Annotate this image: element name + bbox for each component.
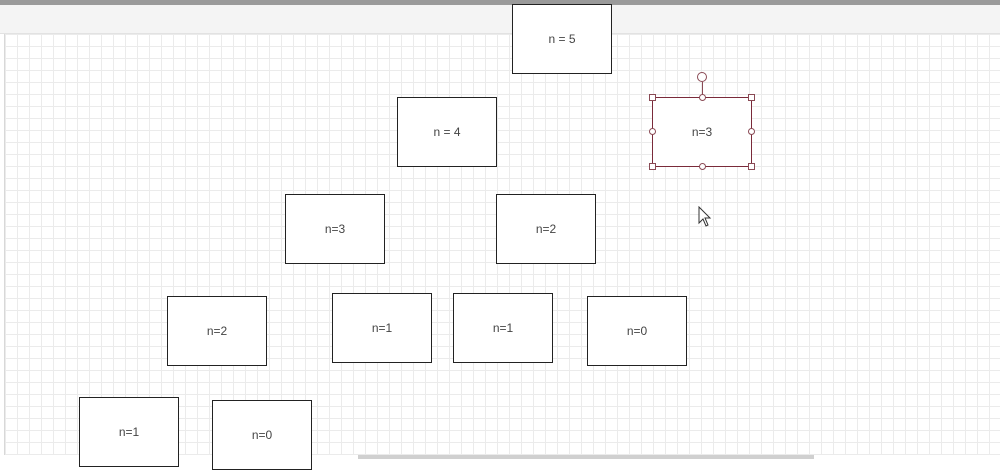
resize-handle-top-left[interactable]	[649, 94, 656, 101]
node-label: n = 5	[548, 32, 576, 46]
diagram-node-n1-b[interactable]: n=1	[453, 293, 553, 363]
resize-handle-top[interactable]	[699, 94, 706, 101]
resize-handle-left[interactable]	[649, 128, 656, 135]
node-label: n=0	[626, 324, 648, 338]
diagram-node-n1-a[interactable]: n=1	[332, 293, 432, 363]
node-label: n=3	[324, 222, 346, 236]
resize-handle-bottom-left[interactable]	[649, 163, 656, 170]
diagram-node-n2-right[interactable]: n=2	[496, 194, 596, 264]
diagram-node-n2-left[interactable]: n=2	[167, 296, 267, 366]
resize-handle-top-right[interactable]	[748, 94, 755, 101]
diagram-node-n4[interactable]: n = 4	[397, 97, 497, 167]
resize-handle-right[interactable]	[748, 128, 755, 135]
diagram-node-n5[interactable]: n = 5	[512, 4, 612, 74]
horizontal-scrollbar[interactable]	[358, 455, 814, 459]
node-label: n=1	[371, 321, 393, 335]
diagram-node-n0-bottom[interactable]: n=0	[212, 400, 312, 470]
diagram-node-n0-right[interactable]: n=0	[587, 296, 687, 366]
node-label: n=0	[251, 428, 273, 442]
node-label: n=2	[206, 324, 228, 338]
window-top-bar	[0, 0, 1000, 5]
node-label: n=1	[118, 425, 140, 439]
rotation-handle-stem	[702, 82, 703, 97]
mouse-cursor-icon	[698, 206, 712, 227]
rotation-handle[interactable]	[697, 72, 707, 82]
diagram-node-n1-bottom[interactable]: n=1	[79, 397, 179, 467]
resize-handle-bottom-right[interactable]	[748, 163, 755, 170]
node-label: n=3	[691, 125, 713, 139]
node-label: n = 4	[433, 125, 461, 139]
diagram-node-n3[interactable]: n=3	[285, 194, 385, 264]
diagram-node-n3-selected[interactable]: n=3	[652, 97, 752, 167]
node-label: n=1	[492, 321, 514, 335]
node-label: n=2	[535, 222, 557, 236]
resize-handle-bottom[interactable]	[699, 163, 706, 170]
toolbar-strip	[0, 5, 1000, 34]
diagram-canvas[interactable]	[4, 34, 1000, 455]
